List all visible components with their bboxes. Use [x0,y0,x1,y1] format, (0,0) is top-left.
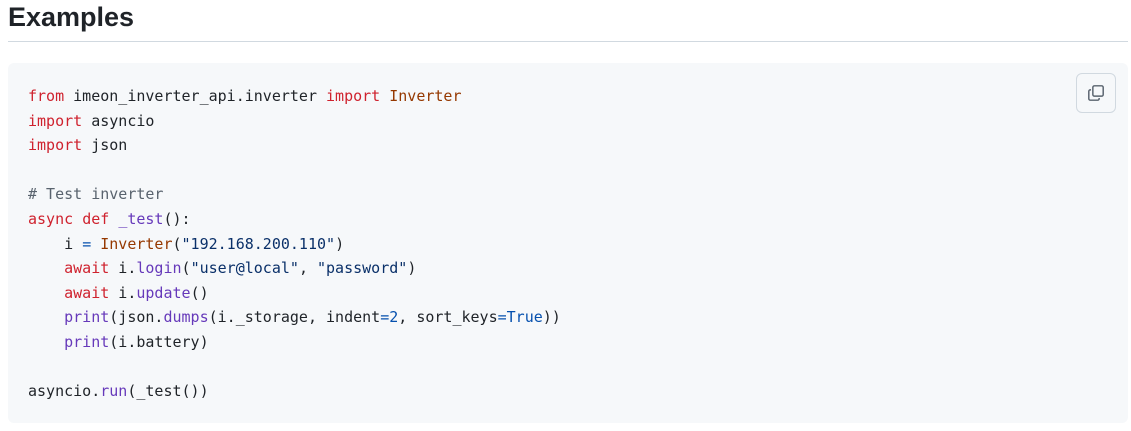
code-line: print(i.battery) [28,330,561,355]
code-token: import [28,111,83,130]
code-token: import [28,136,83,155]
code-token: = [497,308,507,327]
code-token: Inverter [389,87,462,105]
code-token: print [64,308,110,327]
code-block[interactable]: from imeon_inverter_api.inverter import … [8,63,1128,423]
code-token: ( [172,234,182,253]
code-token: ) [335,234,345,253]
code-token: "user@local" [190,259,299,278]
code-line: await i.update() [28,281,561,306]
code-content[interactable]: from imeon_inverter_api.inverter import … [28,84,561,404]
code-token [28,259,64,277]
code-token: (json. [109,308,164,327]
code-token [109,210,118,228]
code-token: import [326,87,381,105]
code-token: def [82,209,110,228]
code-token: , sort_keys [398,308,498,327]
code-token: dumps [163,308,209,327]
code-token: "192.168.200.110" [181,234,336,253]
code-token: () [190,283,209,302]
code-line: import asyncio [28,109,561,134]
code-line: import json [28,133,561,158]
code-token: )) [542,308,561,327]
code-token: login [136,259,182,278]
code-token: ( [181,259,191,278]
code-token: 2 [389,308,399,327]
code-token: = [82,234,92,253]
code-token: await [64,283,110,302]
code-token: i. [109,259,137,278]
code-line: i = Inverter("192.168.200.110") [28,232,561,257]
code-token: ) [407,259,417,278]
code-token: from [28,87,65,105]
code-token: await [64,259,110,278]
code-token [73,210,82,228]
code-line: await i.login("user@local", "password") [28,256,561,281]
code-line [28,158,561,183]
code-line: asyncio.run(_test()) [28,379,561,404]
section-heading: Examples [8,2,135,32]
code-token: True [506,308,543,327]
code-token: (_test()) [127,382,209,401]
code-token: , [298,259,317,278]
code-token [28,308,64,326]
code-line: # Test inverter [28,182,561,207]
code-token: asyncio [82,111,155,130]
code-token [28,333,64,351]
code-token: = [380,308,390,327]
code-line: from imeon_inverter_api.inverter import … [28,84,561,109]
code-token: async [28,209,74,228]
code-token [28,284,64,302]
code-token [91,235,100,253]
code-token: json [82,136,128,155]
code-token: update [136,283,191,302]
code-token: run [100,382,128,401]
code-token: Inverter [100,234,173,253]
code-line: print(json.dumps(i._storage, indent=2, s… [28,305,561,330]
copy-button[interactable] [1076,73,1116,113]
copy-icon [1087,84,1105,102]
code-token: print [64,332,110,351]
code-token: (): [163,209,191,228]
code-token: imeon_inverter_api.inverter [64,87,327,105]
code-line [28,355,561,380]
code-token: i [28,234,83,253]
heading-divider [8,41,1128,42]
code-token: "password" [317,259,408,278]
code-token: _test [118,209,164,228]
code-line: async def _test(): [28,207,561,232]
code-token: (i._storage, indent [208,308,381,327]
code-token: i. [109,283,137,302]
code-token: (i.battery) [109,332,209,351]
code-token: asyncio. [28,382,101,401]
code-token [380,87,389,105]
code-token: # Test inverter [28,185,164,204]
